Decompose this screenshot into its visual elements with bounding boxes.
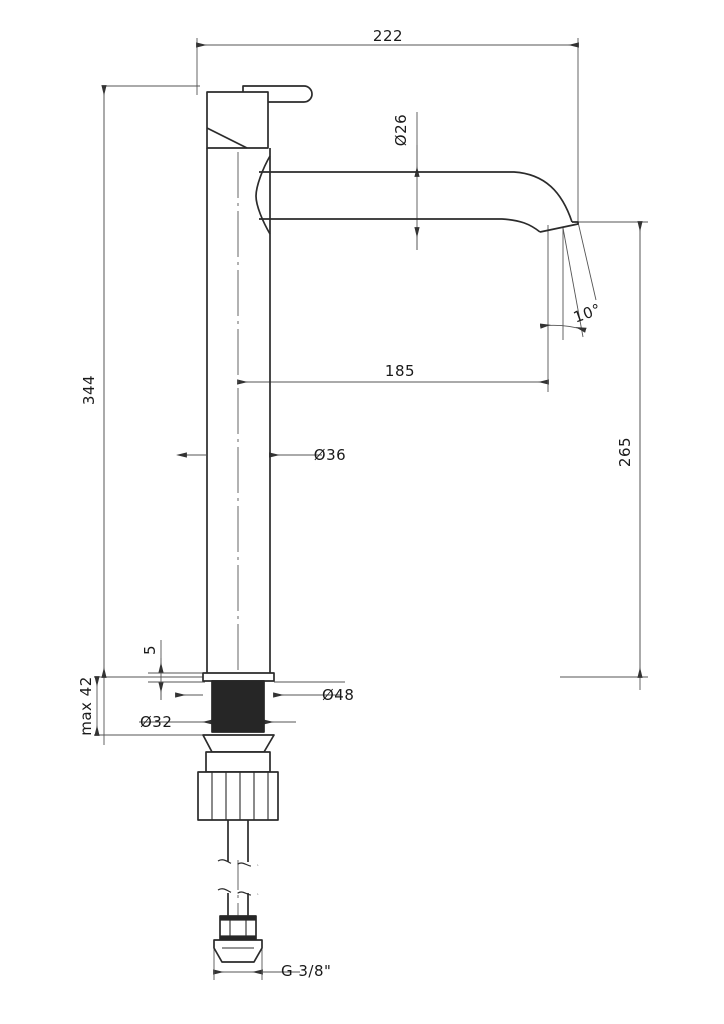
angle-leader [577,221,597,301]
crimp-band-bottom [220,936,256,940]
gasket-block [211,680,265,733]
label-height-265: 265 [616,437,634,467]
label-shank-dia-32: Ø32 [140,713,172,731]
label-spout-dia-26: Ø26 [392,114,410,146]
flange-washer [202,672,275,682]
supply-hose-lower [227,893,249,916]
supply-hose-upper [227,820,249,862]
label-height-344: 344 [80,375,98,405]
label-flange-5: 5 [141,645,159,655]
angle-incline-line [562,227,584,338]
knurled-nut [197,771,279,821]
faucet-outline-group [197,85,579,963]
cartridge-head [206,91,269,149]
column-riser [206,148,271,673]
label-thread-g38: G 3/8" [281,962,331,980]
break-symbol-lower [217,888,259,896]
label-base-dia-48: Ø48 [322,686,354,704]
hex-nut-connector [213,939,263,963]
head-bevel [206,127,248,149]
dimension-lines-group [94,38,648,980]
knurl-ribs [211,772,269,820]
label-angle-10: 10° [571,300,604,327]
label-max-42: max 42 [77,676,95,736]
spout-lower-edge [258,218,541,233]
crimp-band-top [220,916,256,920]
spout-tip-face [539,221,579,233]
crimp-ribs [229,920,247,936]
shank-section [205,751,271,773]
break-symbol-upper [217,859,259,867]
spout-upper-edge [258,171,573,223]
label-width-222: 222 [373,27,403,45]
angle-arc [539,323,587,333]
taper-washer [202,734,275,753]
label-column-dia-36: Ø36 [314,446,346,464]
label-reach-185: 185 [385,362,415,380]
spout-column-fillet [255,155,271,235]
